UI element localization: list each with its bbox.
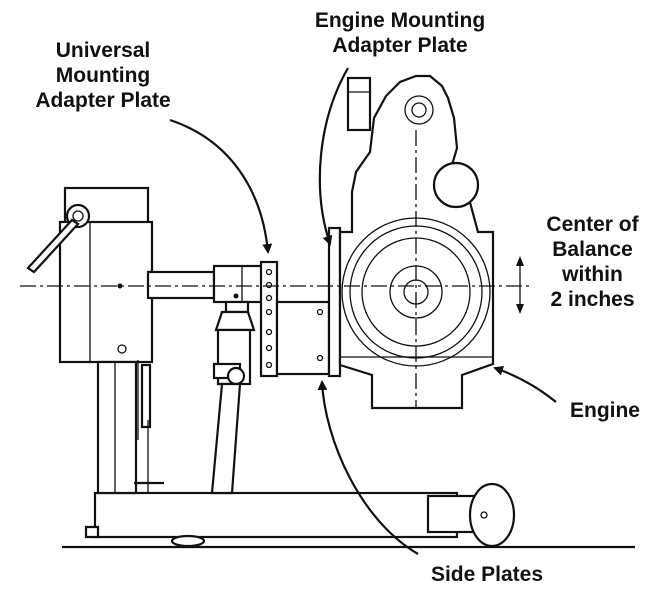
hydraulic-jack xyxy=(210,310,256,495)
caster-wheel xyxy=(426,482,516,548)
label-side-plates: Side Plates xyxy=(430,563,544,586)
side-plates xyxy=(265,300,331,376)
engine-plate-leader xyxy=(318,67,349,246)
lock-lever xyxy=(134,363,164,493)
side-plates-leader xyxy=(317,380,419,555)
label-center-of-balance: Center of Balance within 2 inches xyxy=(546,213,639,311)
balance-arrow-icon xyxy=(516,256,524,314)
crank-handle xyxy=(26,203,91,274)
engine-leader xyxy=(493,365,557,403)
engine-adapter-plate xyxy=(327,226,342,378)
universal-plate-leader xyxy=(169,118,273,254)
horizontal-arm xyxy=(146,264,264,314)
universal-adapter-plate xyxy=(259,260,279,378)
engine-body xyxy=(338,74,495,410)
stand-base xyxy=(84,491,477,548)
label-engine: Engine xyxy=(569,399,640,422)
label-universal-adapter-plate: Universal Mounting Adapter Plate xyxy=(35,39,171,112)
label-engine-adapter-plate: Engine Mounting Adapter Plate xyxy=(314,9,486,57)
stand-column xyxy=(58,186,154,495)
